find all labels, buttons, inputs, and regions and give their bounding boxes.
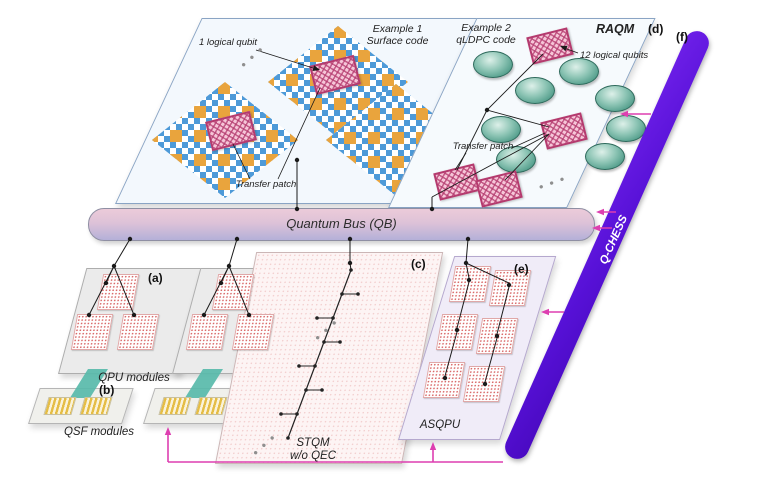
- one-logical-qubit-label: 1 logical qubit: [198, 37, 258, 48]
- example1-label: Example 1 Surface code: [350, 23, 445, 47]
- qpu-chip: [231, 314, 275, 350]
- qsf-chip: [158, 397, 192, 415]
- qldpc-qubit-cell: [559, 58, 599, 85]
- asqpu-chip: [435, 314, 479, 350]
- example2-label: Example 2 qLDPC code: [447, 22, 525, 46]
- qsf-chip: [43, 397, 77, 415]
- asqpu-chip: [448, 266, 492, 302]
- tag-b: (b): [99, 383, 115, 397]
- qpu-modules-label: QPU modules: [98, 372, 170, 384]
- twelve-logical-qubits-label: 12 logical qubits: [580, 50, 649, 61]
- stqm-qualifier: w/o QEC: [289, 450, 336, 462]
- qsf-chip: [79, 397, 113, 415]
- qldpc-qubit-cell: [585, 143, 625, 170]
- qpu-chip: [70, 314, 114, 350]
- tag-a: (a): [148, 271, 163, 285]
- qpu-chip: [211, 274, 255, 310]
- qldpc-qubit-cell: [473, 51, 513, 78]
- example1-line2: Surface code: [366, 35, 429, 47]
- quantum-bus-label: Quantum Bus (QB): [286, 216, 397, 231]
- example2-line1: Example 2: [461, 22, 511, 34]
- asqpu-chip: [422, 362, 466, 398]
- tag-c: (c): [411, 257, 426, 271]
- tag-f: (f): [676, 30, 688, 44]
- qldpc-qubit-cell: [481, 116, 521, 143]
- tag-d: (d): [648, 22, 664, 36]
- stqm-label: STQM w/o QEC: [272, 437, 354, 463]
- qpu-chip: [116, 314, 160, 350]
- example2-line2: qLDPC code: [456, 34, 516, 46]
- qsf-chip: [194, 397, 228, 415]
- example1-line1: Example 1: [372, 23, 423, 35]
- qsf-modules-label: QSF modules: [63, 426, 135, 438]
- raqm-label: RAQM: [596, 22, 635, 36]
- tag-e: (e): [514, 262, 529, 276]
- transfer-patch-label-surface: Transfer patch: [235, 179, 297, 190]
- stqm-name: STQM: [296, 437, 330, 449]
- qpu-chip: [96, 274, 140, 310]
- asqpu-label: ASQPU: [419, 419, 461, 431]
- qldpc-qubit-cell: [515, 77, 555, 104]
- asqpu-chip: [475, 318, 519, 354]
- qpu-chip: [185, 314, 229, 350]
- quantum-bus: Quantum Bus (QB): [88, 208, 595, 241]
- qldpc-qubit-cell: [606, 115, 646, 142]
- asqpu-chip: [462, 366, 506, 402]
- transfer-patch-label-qldpc: Transfer patch: [452, 141, 514, 152]
- qldpc-qubit-cell: [595, 85, 635, 112]
